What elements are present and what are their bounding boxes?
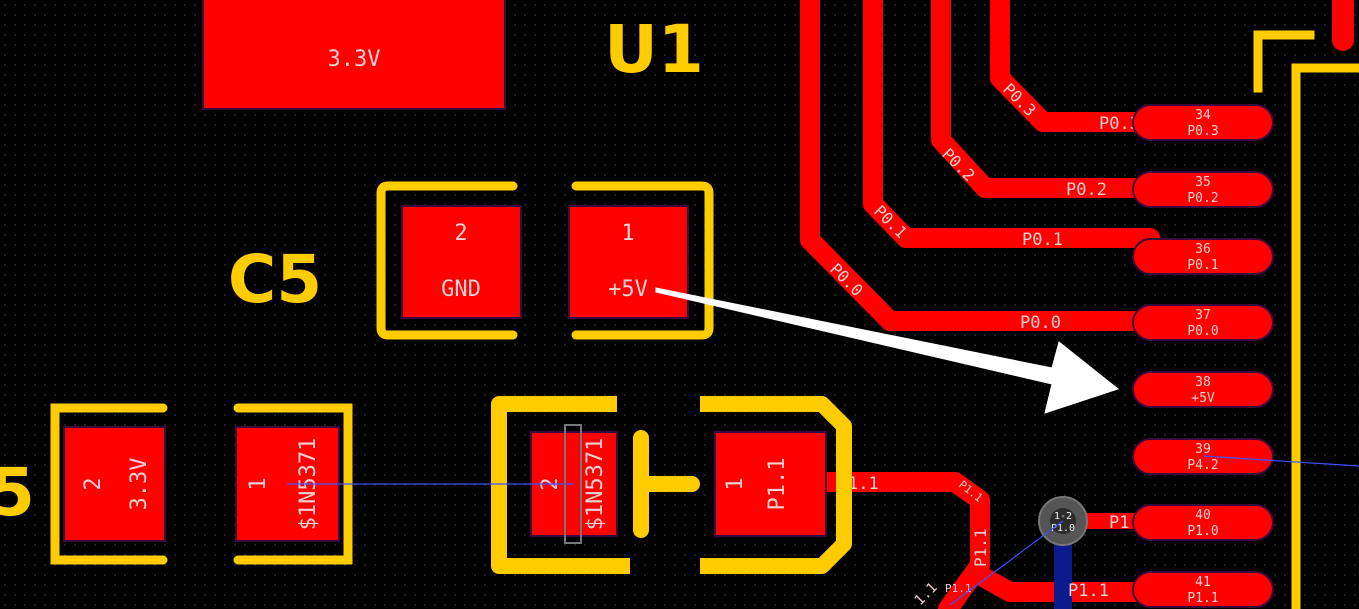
trace-p0-0[interactable]: [800, 0, 1160, 331]
trace-label-p01-horiz: P0.1: [1022, 230, 1063, 250]
trace-p0-2[interactable]: [931, 0, 1160, 198]
highlight-arrow: [655, 287, 1120, 414]
u1-pin-39-number: 39: [1195, 442, 1211, 457]
ratsnest-p4-2[interactable]: [1202, 455, 1359, 467]
u1-pin-37-number: 37: [1195, 308, 1211, 323]
left-part-pad-2[interactable]: 2 3.3V: [63, 426, 166, 542]
u1-pin-39-net: P4.2: [1187, 458, 1218, 473]
u1-pin-38-net: +5V: [1191, 391, 1215, 406]
diode-silk-outline: [491, 396, 852, 574]
via-net: P1.0: [1051, 523, 1075, 534]
designator-u1: U1: [604, 11, 704, 88]
u1-pin-35[interactable]: 35 P0.2: [1132, 171, 1274, 208]
regulator-pad-net: 3.3V: [328, 47, 381, 72]
trace-label-p11-small-b: P1.1: [945, 582, 972, 595]
ratsnest-p1-0[interactable]: [949, 520, 1064, 606]
u1-pin-35-number: 35: [1195, 175, 1211, 190]
diode-pad-1[interactable]: 1 P1.1: [714, 431, 827, 537]
diode-polarity-mark: [633, 430, 700, 538]
u1-pin-41-number: 41: [1195, 575, 1211, 590]
u1-pin-38-number: 38: [1195, 375, 1211, 390]
u1-pin-35-net: P0.2: [1187, 191, 1218, 206]
trace-label-p03-horiz: P0.3: [1099, 114, 1140, 134]
left-part-pad-2-net: 3.3V: [127, 458, 152, 511]
left-part-pad-2-number: 2: [81, 477, 106, 490]
u1-pin-34[interactable]: 34 P0.3: [1132, 104, 1274, 141]
c5-pad-2[interactable]: 2 GND: [401, 205, 522, 319]
u1-pin-37-net: P0.0: [1187, 324, 1218, 339]
left-part-pad-1-number: 1: [246, 477, 271, 490]
u1-pin-40-number: 40: [1195, 508, 1211, 523]
trace-label-p11-edge: 1.1: [912, 580, 941, 609]
c5-pad-2-net: GND: [441, 277, 481, 302]
c5-pad-1[interactable]: 1 +5V: [568, 205, 689, 319]
trace-label-p02-horiz: P0.2: [1066, 180, 1107, 200]
bottom-layer-trace[interactable]: [1054, 534, 1072, 609]
ratsnest-lines: [287, 455, 1359, 606]
diode-pad-2[interactable]: 2 $1N5371: [530, 424, 618, 544]
trace-label-p11-horiz: P1.1: [1068, 581, 1109, 601]
trace-p1-1[interactable]: [810, 472, 990, 609]
diode-pad-1-number: 1: [723, 477, 748, 490]
diode-pad-1-net: P1.1: [765, 458, 790, 511]
u1-pin-36-number: 36: [1195, 242, 1211, 257]
u1-pin-37[interactable]: 37 P0.0: [1132, 304, 1274, 341]
regulator-pad[interactable]: 3.3V: [202, 0, 506, 110]
c5-silk-outline: [376, 181, 714, 340]
u1-pin-38[interactable]: 38 +5V: [1132, 371, 1274, 408]
u1-pin-36-net: P0.1: [1187, 258, 1218, 273]
u1-silk-outline: [1253, 30, 1359, 609]
via-layers: 1-2: [1054, 511, 1072, 522]
u1-pin-34-net: P0.3: [1187, 124, 1218, 139]
u1-pin-41[interactable]: 41 P1.1: [1132, 571, 1274, 608]
trace-p0-1[interactable]: [863, 0, 1160, 248]
designator-left-partial: 5: [0, 454, 35, 531]
c5-pad-2-number: 2: [454, 221, 467, 246]
c5-pad-1-net: +5V: [608, 277, 648, 302]
u1-pin-36[interactable]: 36 P0.1: [1132, 238, 1274, 275]
trace-p0-3[interactable]: [990, 0, 1160, 132]
trace-label-p11-vert: P1.1: [971, 528, 990, 567]
c5-pad-1-number: 1: [621, 221, 634, 246]
trace-label-p00-horiz: P0.0: [1020, 313, 1061, 333]
u1-pin-34-number: 34: [1195, 108, 1211, 123]
designator-c5: C5: [228, 241, 322, 318]
trace-label-p11-partial: 1.1: [848, 474, 879, 494]
u1-pin-40-net: P1.0: [1187, 524, 1218, 539]
trace-p1-1-lower[interactable]: [975, 568, 1160, 602]
diode-pad-2-net: $1N5371: [583, 438, 608, 531]
u1-pin-40[interactable]: 40 P1.0: [1132, 504, 1274, 541]
u1-pin-41-net: P1.1: [1187, 591, 1218, 606]
